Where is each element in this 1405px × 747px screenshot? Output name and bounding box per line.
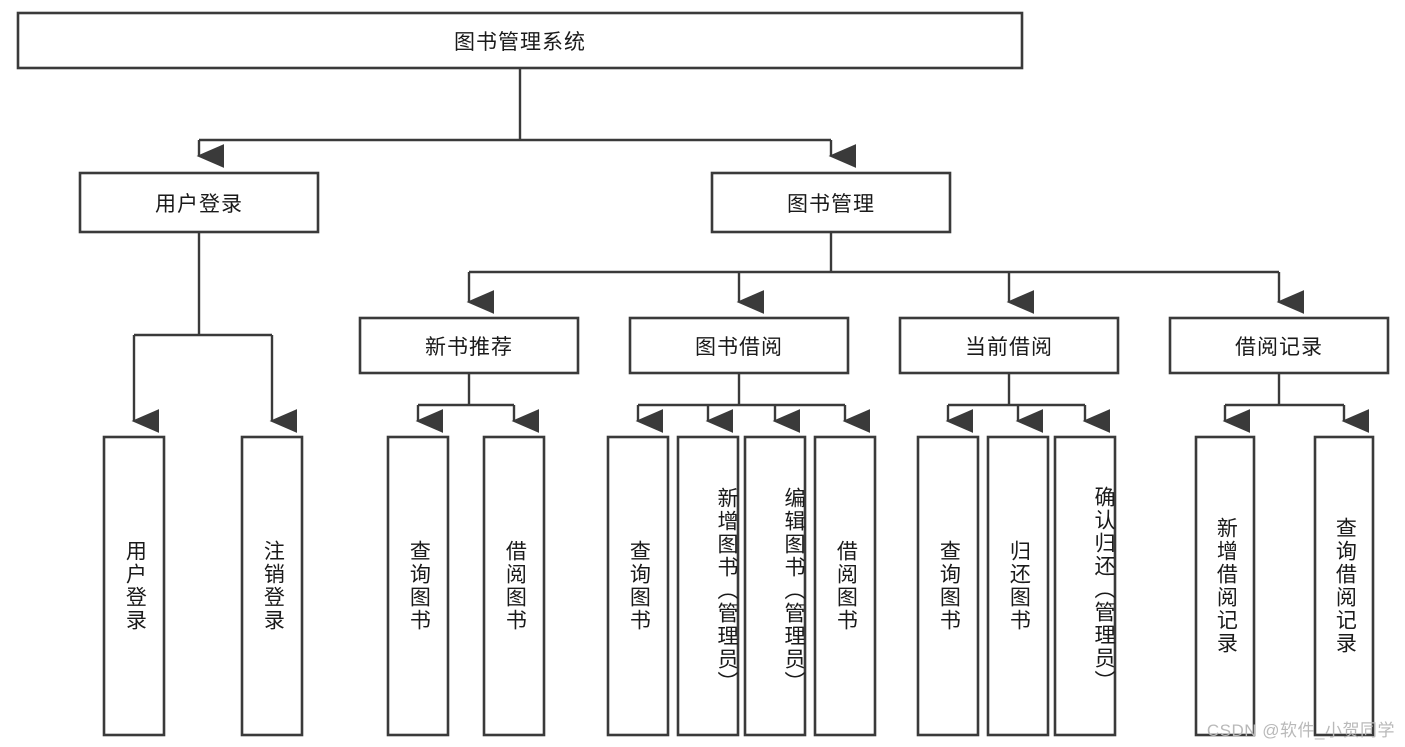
leaf-user-logout-box[interactable] bbox=[240, 435, 304, 737]
leaf-query-book-3-box[interactable] bbox=[916, 435, 980, 737]
node-book-borrow-box[interactable] bbox=[628, 316, 850, 375]
leaf-edit-book-box[interactable] bbox=[743, 435, 807, 737]
leaf-add-book-box[interactable] bbox=[676, 435, 740, 737]
connector-borrowrecord-to-leaves bbox=[1222, 373, 1370, 433]
node-new-book-box[interactable] bbox=[358, 316, 580, 375]
leaf-confirm-return-box[interactable] bbox=[1053, 435, 1117, 737]
connector-bookborrow-to-leaves bbox=[635, 373, 871, 433]
node-book-manage-box[interactable] bbox=[710, 171, 952, 234]
node-current-borrow-box[interactable] bbox=[898, 316, 1120, 375]
connector-root-to-level2 bbox=[196, 68, 857, 168]
node-borrow-record-box[interactable] bbox=[1168, 316, 1390, 375]
leaf-borrow-book-1-box[interactable] bbox=[482, 435, 546, 737]
node-user-login-box[interactable] bbox=[78, 171, 320, 234]
connector-currentborrow-to-leaves bbox=[945, 373, 1111, 433]
connector-newbook-to-leaves bbox=[415, 373, 540, 433]
leaf-query-book-2-box[interactable] bbox=[606, 435, 670, 737]
connector-bookmanage-to-level3 bbox=[466, 232, 1305, 314]
connector-userlogin-to-leaves bbox=[131, 232, 298, 433]
leaf-return-book-box[interactable] bbox=[986, 435, 1050, 737]
leaf-query-book-1-box[interactable] bbox=[386, 435, 450, 737]
leaf-query-record-box[interactable] bbox=[1313, 435, 1375, 737]
leaf-user-login-box[interactable] bbox=[102, 435, 166, 737]
leaf-add-record-box[interactable] bbox=[1194, 435, 1256, 737]
node-root-box[interactable] bbox=[16, 11, 1024, 70]
leaf-borrow-book-2-box[interactable] bbox=[813, 435, 877, 737]
